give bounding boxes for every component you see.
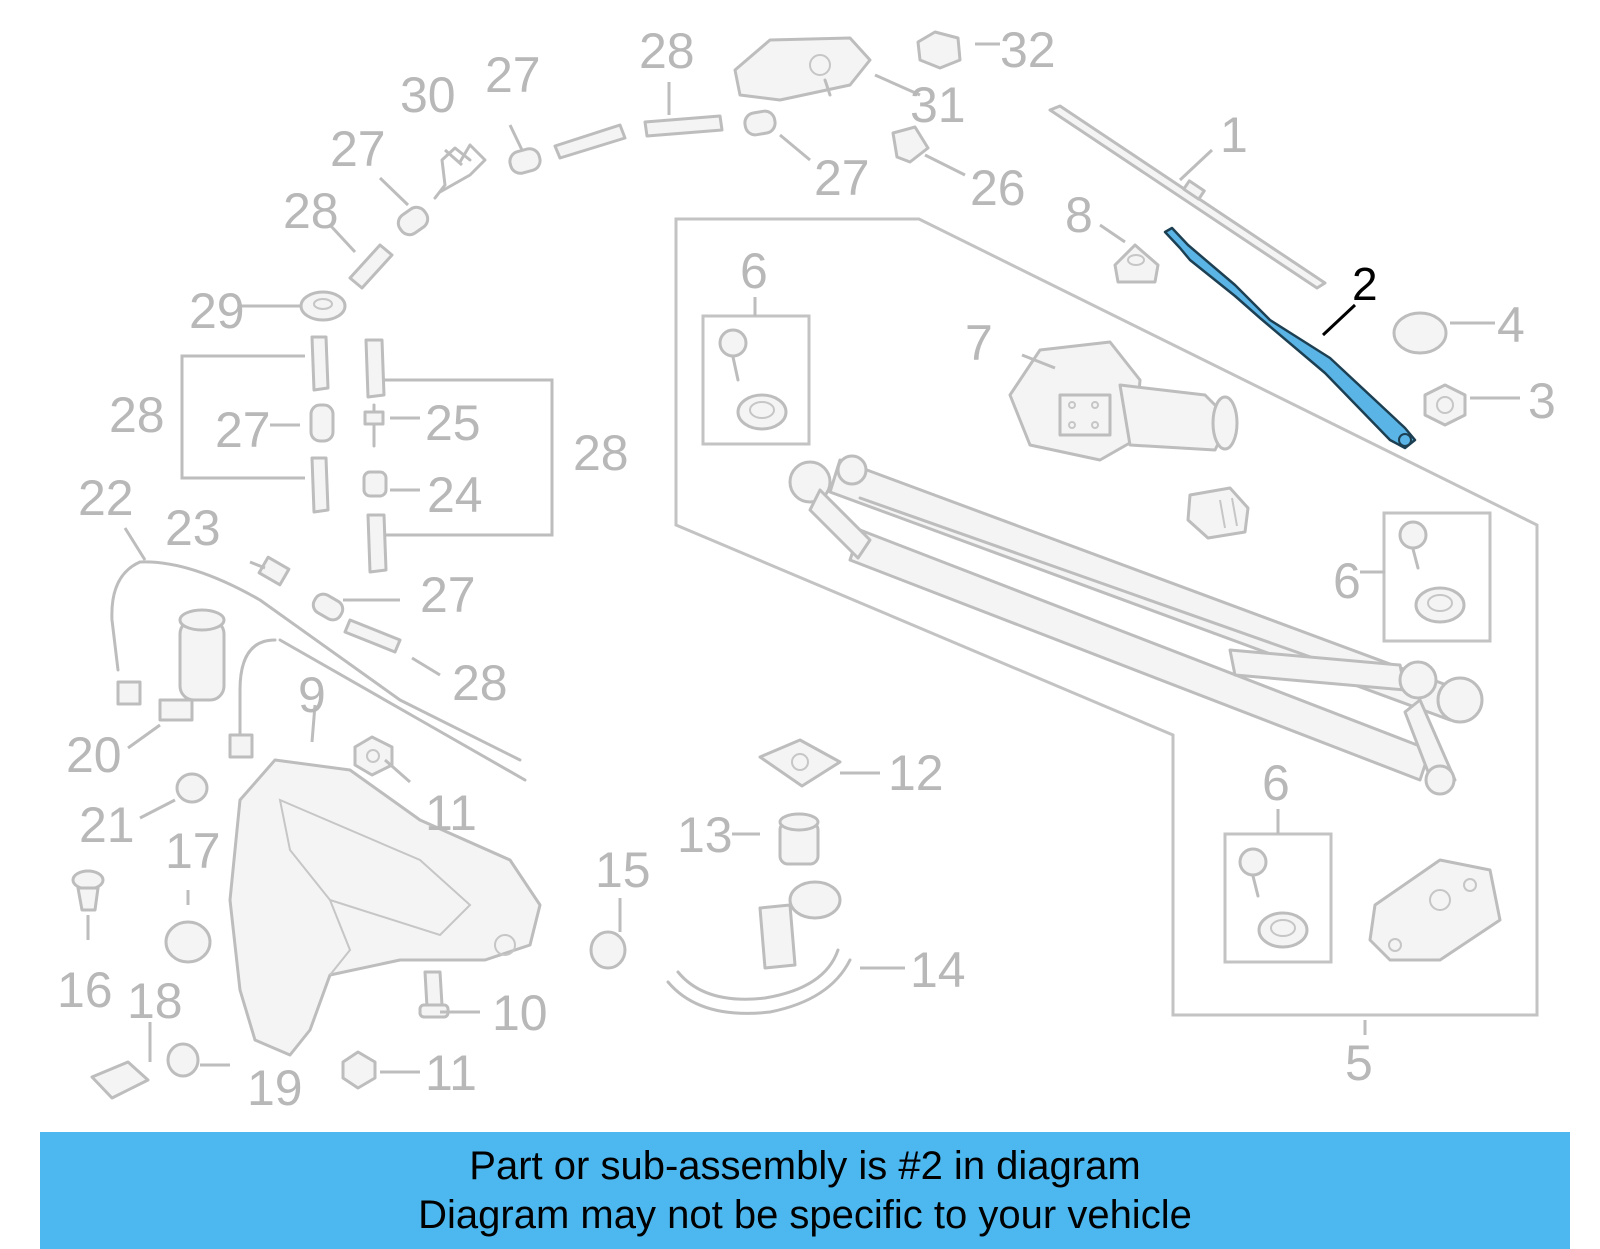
callout-3: 3 <box>1528 373 1556 429</box>
exploded-parts-diagram: 1 2 3 4 5 6 6 6 7 8 9 10 11 11 12 13 14 … <box>57 22 1556 1116</box>
grommet-19-icon <box>166 1042 200 1078</box>
callout-27d: 27 <box>215 402 271 458</box>
grommet-17-icon <box>164 920 212 964</box>
grommet-bolt-icon-left <box>718 328 788 431</box>
grommet-15-icon <box>589 930 627 970</box>
info-banner: Part or sub-assembly is #2 in diagram Di… <box>40 1132 1570 1249</box>
callout-17: 17 <box>165 823 221 879</box>
grommet-8-icon <box>1113 243 1160 284</box>
part-6-box-right <box>1382 511 1492 643</box>
motor-connector-icon <box>1186 486 1250 540</box>
grommet-bolt-icon-right <box>1398 520 1466 624</box>
nut-cap-icon <box>1423 383 1467 427</box>
hose-segments-top-icon <box>348 109 777 290</box>
bracket-28-left <box>180 354 305 480</box>
callout-7: 7 <box>965 315 993 371</box>
callout-28e: 28 <box>452 655 508 711</box>
clip-16-icon <box>71 869 105 912</box>
wiper-linkage-assembly-outline <box>674 217 1539 1017</box>
banner-line-part-number: Part or sub-assembly is #2 in diagram <box>469 1143 1141 1188</box>
callout-27b: 27 <box>330 121 386 177</box>
callout-6a: 6 <box>740 243 768 299</box>
grommet-29-icon <box>299 290 347 322</box>
bolt-10-icon <box>418 970 450 1019</box>
callout-12: 12 <box>888 745 944 801</box>
callout-4: 4 <box>1497 297 1525 353</box>
callout-18: 18 <box>127 973 183 1029</box>
connector-32-icon <box>916 30 962 70</box>
callout-2: 2 <box>1352 258 1378 310</box>
callout-21: 21 <box>79 797 135 853</box>
callout-27a: 27 <box>485 47 541 103</box>
hose-check-valve-30-icon <box>433 146 472 200</box>
grommet-bolt-icon-bottom <box>1238 847 1309 949</box>
washer-hose-22-icon <box>110 560 527 782</box>
nut-11-lower-icon <box>341 1050 377 1090</box>
cap-12-icon <box>758 738 842 788</box>
washer-pump-20-icon <box>158 608 226 722</box>
callout-32: 32 <box>1000 22 1056 78</box>
callout-29: 29 <box>189 283 245 339</box>
callout-19: 19 <box>247 1060 303 1116</box>
bracket-28-right <box>384 378 554 537</box>
callout-20: 20 <box>66 727 122 783</box>
level-sensor-18-icon <box>90 1060 150 1100</box>
callout-31: 31 <box>910 77 966 133</box>
callout-labels: 1 2 3 4 5 6 6 6 7 8 9 10 11 11 12 13 14 … <box>57 22 1556 1116</box>
nut-11-upper-icon <box>353 735 394 777</box>
callout-13: 13 <box>677 807 733 863</box>
callout-11a: 11 <box>425 785 477 841</box>
wiper-linkage-rods-icon <box>788 454 1484 796</box>
arm-cover-cap-icon <box>1392 311 1448 355</box>
grommet-21-icon <box>175 772 209 804</box>
callout-28a: 28 <box>639 23 695 79</box>
wiper-blade-icon <box>1048 104 1327 290</box>
callout-6b: 6 <box>1333 553 1361 609</box>
callout-15: 15 <box>595 842 651 898</box>
callout-11b: 11 <box>425 1045 477 1101</box>
callout-24: 24 <box>427 467 483 523</box>
hose-group-right-icon <box>362 338 388 574</box>
callout-5: 5 <box>1345 1035 1373 1091</box>
leader-arrows <box>86 42 1520 1074</box>
callout-22: 22 <box>78 470 134 526</box>
callout-1: 1 <box>1220 107 1248 163</box>
callout-6c: 6 <box>1262 755 1290 811</box>
filler-neck-13-icon <box>778 812 820 866</box>
filler-pipe-14-icon <box>666 880 852 1015</box>
hose-group-left-icon <box>309 335 335 514</box>
callout-27c: 27 <box>814 150 870 206</box>
callout-9: 9 <box>298 667 326 723</box>
callout-8: 8 <box>1065 187 1093 243</box>
washer-reservoir-icon <box>228 758 542 1057</box>
callout-30: 30 <box>400 67 456 123</box>
callout-16: 16 <box>57 962 113 1018</box>
callout-10: 10 <box>492 985 548 1041</box>
callout-14: 14 <box>910 942 966 998</box>
callout-27e: 27 <box>420 567 476 623</box>
mounting-bracket-icon <box>1368 858 1502 962</box>
callout-23: 23 <box>165 500 221 556</box>
callout-28b: 28 <box>283 183 339 239</box>
washer-nozzle-31-icon <box>733 36 872 102</box>
banner-line-disclaimer: Diagram may not be specific to your vehi… <box>418 1192 1192 1237</box>
callout-25: 25 <box>425 395 481 451</box>
callout-28c: 28 <box>109 387 165 443</box>
callout-26: 26 <box>970 160 1026 216</box>
wiper-motor-icon <box>1008 340 1239 462</box>
hose-fitting-23-icon <box>257 555 291 587</box>
callout-28d: 28 <box>573 425 629 481</box>
connector-26-icon <box>891 125 930 164</box>
hose-segments-27-28-icon <box>311 592 402 654</box>
wiper-arm-highlighted <box>1163 226 1417 450</box>
